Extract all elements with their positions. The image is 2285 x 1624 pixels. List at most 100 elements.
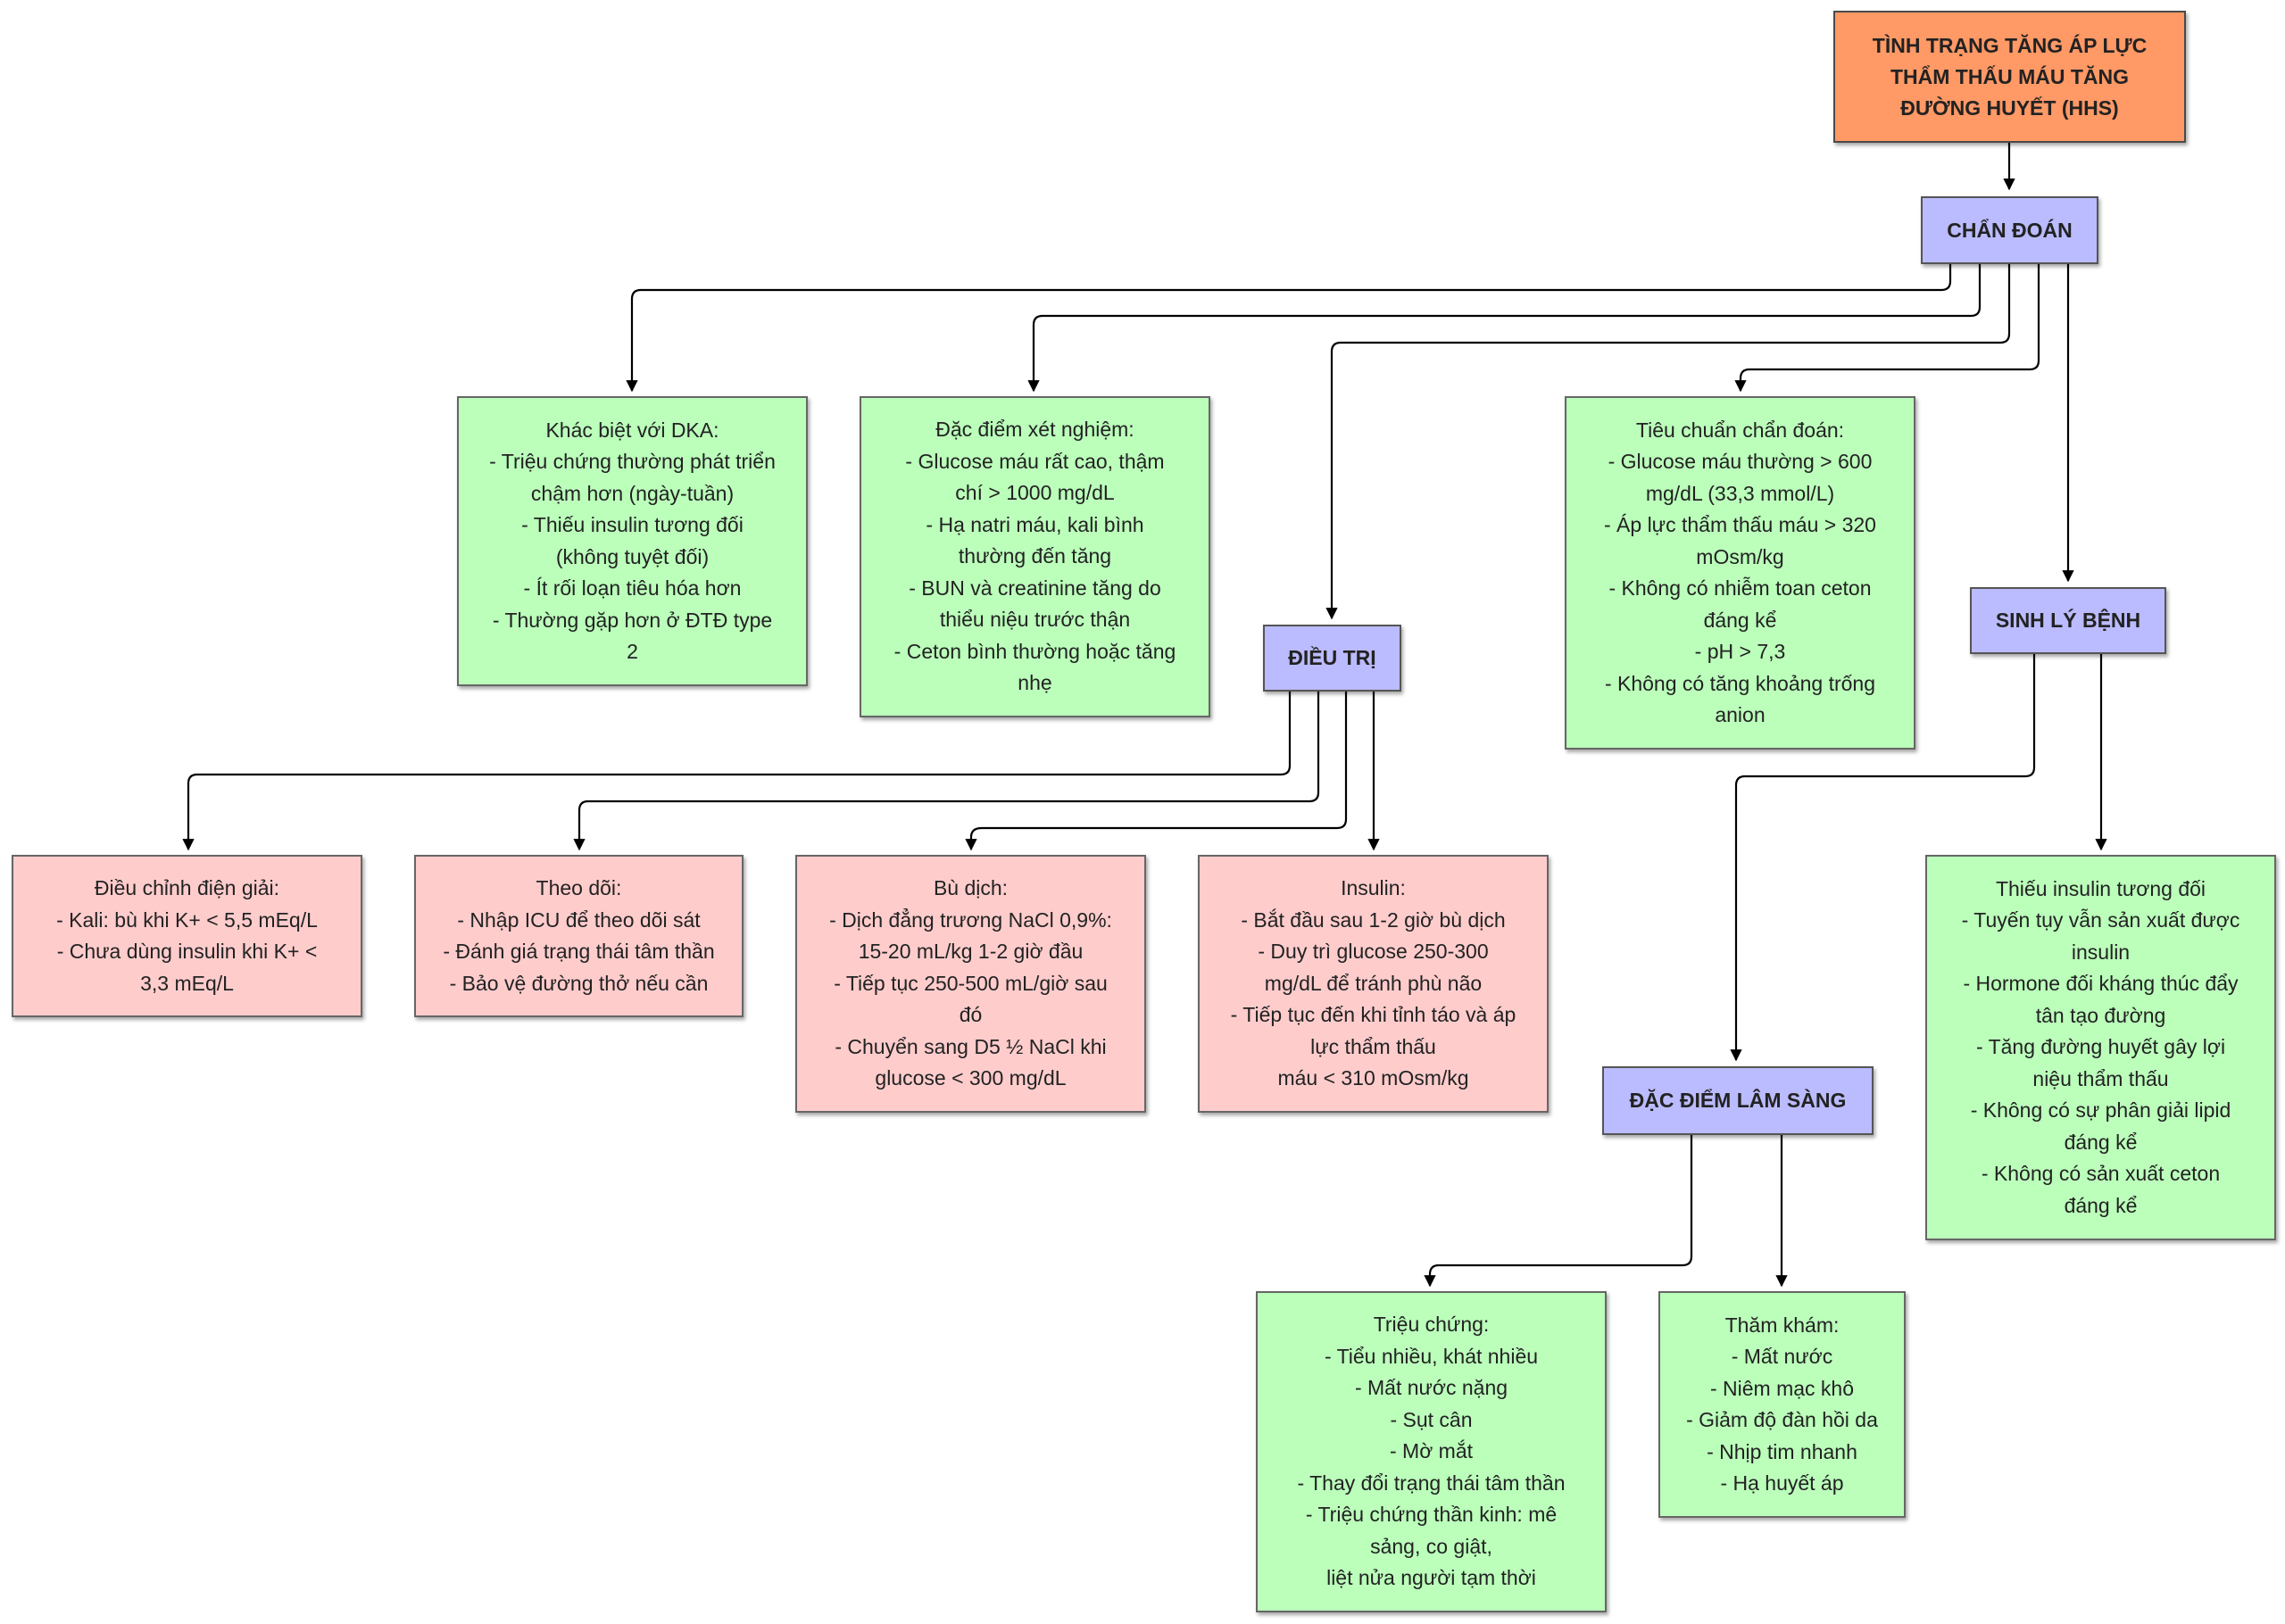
text-line: Theo dõi:: [536, 876, 622, 899]
text-line: - Triệu chứng thần kinh: mê: [1305, 1503, 1558, 1527]
text-line: - Áp lực thẩm thấu máu > 320: [1604, 513, 1876, 536]
box-dac-diem-xet-nghiem: Đặc điểm xét nghiệm: - Glucose máu rất c…: [860, 396, 1210, 717]
text-line: (không tuyệt đối): [555, 544, 710, 568]
edge-dieu-tri-to-bu-dich: [965, 692, 1348, 851]
edge-dieu-tri-to-dieu-chinh: [182, 692, 1292, 851]
text-line: Điều chỉnh điện giải:: [94, 876, 280, 899]
root-line: THẨM THẤU MÁU TĂNG: [1890, 64, 2129, 88]
text-line: - Duy trì glucose 250-300: [1258, 940, 1489, 964]
text-line: 3,3 mEq/L: [140, 971, 234, 995]
text-line: mOsm/kg: [1696, 544, 1784, 568]
text-line: - Đánh giá trạng thái tâm thần: [443, 940, 715, 963]
text-line: Insulin:: [1341, 876, 1406, 900]
edge-chan-doan-to-xet-nghiem: [1027, 264, 1982, 393]
box-bu-dich-text: Bù dịch: - Dịch đẳng trương NaCl 0,9%: 1…: [829, 873, 1112, 1095]
text-line: - Triệu chứng thường phát triển: [489, 450, 776, 473]
text-line: - Tiểu nhiều, khát nhiều: [1324, 1344, 1539, 1368]
text-line: - Glucose máu rất cao, thậm: [905, 449, 1165, 473]
text-line: liệt nửa người tạm thời: [1326, 1566, 1536, 1590]
box-bu-dich: Bù dịch: - Dịch đẳng trương NaCl 0,9%: 1…: [795, 855, 1146, 1113]
text-line: chí > 1000 mg/dL: [955, 481, 1115, 505]
text-line: mg/dL (33,3 mmol/L): [1645, 481, 1835, 505]
text-line: - Tăng đường huyết gây lợi: [1975, 1035, 2226, 1059]
text-line: Thăm khám:: [1724, 1313, 1840, 1337]
text-line: niệu thẩm thấu: [2032, 1066, 2169, 1090]
text-line: - Không có nhiễm toan ceton: [1608, 576, 1872, 600]
edge-chan-doan-to-khac-biet: [626, 264, 1952, 393]
text-line: 2: [627, 640, 638, 663]
text-line: chậm hơn (ngày-tuần): [530, 481, 735, 505]
text-line: - Hormone đối kháng thúc đẩy: [1963, 972, 2239, 996]
text-line: 15-20 mL/kg 1-2 giờ đầu: [858, 940, 1084, 964]
root-line: ĐƯỜNG HUYẾT (HHS): [1900, 95, 2119, 120]
text-line: - Glucose máu thường > 600: [1608, 450, 1873, 473]
text-line: tân tạo đường: [2035, 1003, 2166, 1027]
box-insulin: Insulin: - Bắt đầu sau 1-2 giờ bù dịch -…: [1198, 855, 1549, 1113]
text-line: - Không có sự phân giải lipid: [1970, 1098, 2231, 1123]
root-node-hhs: TÌNH TRẠNG TĂNG ÁP LỰC THẨM THẤU MÁU TĂN…: [1833, 11, 2186, 143]
box-tieu-chuan-chan-doan: Tiêu chuẩn chẩn đoán: - Glucose máu thườ…: [1565, 396, 1915, 750]
text-line: Khác biệt với DKA:: [545, 418, 719, 442]
root-line: TÌNH TRẠNG TĂNG ÁP LỰC: [1872, 33, 2148, 57]
text-line: glucose < 300 mg/dL: [875, 1066, 1067, 1090]
text-line: anion: [1715, 703, 1766, 726]
box-dieu-chinh-dien-giai: Điều chỉnh điện giải: - Kali: bù khi K+ …: [12, 855, 362, 1017]
text-line: - Mờ mắt: [1389, 1439, 1474, 1463]
text-line: - Hạ huyết áp: [1720, 1471, 1844, 1495]
text-line: - Mất nước nặng: [1354, 1376, 1508, 1400]
box-khac-biet-dka: Khác biệt với DKA: - Triệu chứng thường …: [457, 396, 808, 686]
edge-sinh-ly-benh-to-dac-diem: [1730, 654, 2036, 1062]
text-line: Bù dịch:: [933, 876, 1009, 900]
text-line: - Hạ natri máu, kali bình: [926, 512, 1144, 536]
header-sinh-ly-benh: SINH LÝ BỆNH: [1970, 587, 2166, 654]
text-line: - Thiếu insulin tương đối: [521, 513, 744, 536]
box-tham-kham-text: Thăm khám: - Mất nước - Niêm mạc khô - G…: [1686, 1310, 1878, 1500]
text-line: Đặc điểm xét nghiệm:: [935, 418, 1134, 442]
text-line: - Ceton bình thường hoặc tăng: [893, 639, 1176, 663]
box-dieu-chinh-text: Điều chỉnh điện giải: - Kali: bù khi K+ …: [56, 873, 318, 999]
header-dac-diem-lam-sang: ĐẶC ĐIỂM LÂM SÀNG: [1602, 1066, 1874, 1135]
header-dac-diem-lam-sang-label: ĐẶC ĐIỂM LÂM SÀNG: [1629, 1089, 1847, 1112]
header-chan-doan-label: CHẨN ĐOÁN: [1947, 218, 2073, 242]
header-chan-doan: CHẨN ĐOÁN: [1921, 196, 2098, 264]
box-tham-kham: Thăm khám: - Mất nước - Niêm mạc khô - G…: [1658, 1291, 1906, 1518]
text-line: insulin: [2071, 940, 2131, 964]
root-node-text: TÌNH TRẠNG TĂNG ÁP LỰC THẨM THẤU MÁU TĂN…: [1873, 30, 2147, 124]
box-thieu-insulin-text: Thiếu insulin tương đối - Tuyến tụy vẫn …: [1962, 874, 2240, 1222]
box-trieu-chung-text: Triệu chứng: - Tiểu nhiều, khát nhiều - …: [1297, 1309, 1565, 1595]
text-line: - Không có sản xuất ceton: [1981, 1162, 2221, 1186]
header-dieu-tri-label: ĐIỀU TRỊ: [1288, 646, 1376, 669]
text-line: - Sụt cân: [1390, 1407, 1473, 1431]
text-line: - Niêm mạc khô: [1709, 1376, 1855, 1400]
text-line: Triệu chứng:: [1373, 1313, 1490, 1337]
text-line: - Bắt đầu sau 1-2 giờ bù dịch: [1241, 907, 1506, 932]
header-dieu-tri: ĐIỀU TRỊ: [1263, 625, 1401, 692]
header-sinh-ly-benh-label: SINH LÝ BỆNH: [1995, 609, 2141, 632]
box-tieu-chuan-text: Tiêu chuẩn chẩn đoán: - Glucose máu thườ…: [1604, 415, 1876, 732]
text-line: - Kali: bù khi K+ < 5,5 mEq/L: [56, 907, 318, 932]
text-line: thường đến tăng: [958, 544, 1112, 568]
text-line: - Thường gặp hơn ở ĐTĐ type: [492, 608, 773, 632]
text-line: - Nhập ICU để theo dõi sát: [457, 907, 701, 932]
text-line: lực thẩm thấu: [1310, 1034, 1436, 1058]
box-theo-doi-text: Theo dõi: - Nhập ICU để theo dõi sát - Đ…: [443, 873, 714, 999]
text-line: thiểu niệu trước thận: [939, 608, 1131, 632]
text-line: - Tuyến tụy vẫn sản xuất được: [1961, 908, 2240, 932]
box-khac-biet-dka-text: Khác biệt với DKA: - Triệu chứng thường …: [489, 415, 776, 668]
text-line: - Chuyển sang D5 ½ NaCl khi: [835, 1034, 1107, 1058]
text-line: đáng kể: [2064, 1130, 2138, 1154]
text-line: - Giảm độ đàn hồi da: [1686, 1408, 1878, 1431]
text-line: sảng, co giật,: [1370, 1534, 1492, 1558]
text-line: - Nhịp tim nhanh: [1707, 1439, 1857, 1463]
text-line: đó: [959, 1003, 983, 1027]
box-theo-doi: Theo dõi: - Nhập ICU để theo dõi sát - Đ…: [414, 855, 744, 1017]
text-line: - Mất nước: [1731, 1345, 1833, 1368]
text-line: - Chưa dùng insulin khi K+ <: [56, 940, 318, 963]
text-line: - Tiếp tục đến khi tỉnh táo và áp: [1230, 1003, 1516, 1027]
text-line: - Thay đổi trạng thái tâm thần: [1297, 1471, 1566, 1495]
edge-dac-diem-to-trieu-chung: [1424, 1135, 1693, 1288]
box-dac-diem-xet-nghiem-text: Đặc điểm xét nghiệm: - Glucose máu rất c…: [894, 414, 1176, 700]
edge-chan-doan-to-tieu-chuan: [1734, 264, 2040, 393]
